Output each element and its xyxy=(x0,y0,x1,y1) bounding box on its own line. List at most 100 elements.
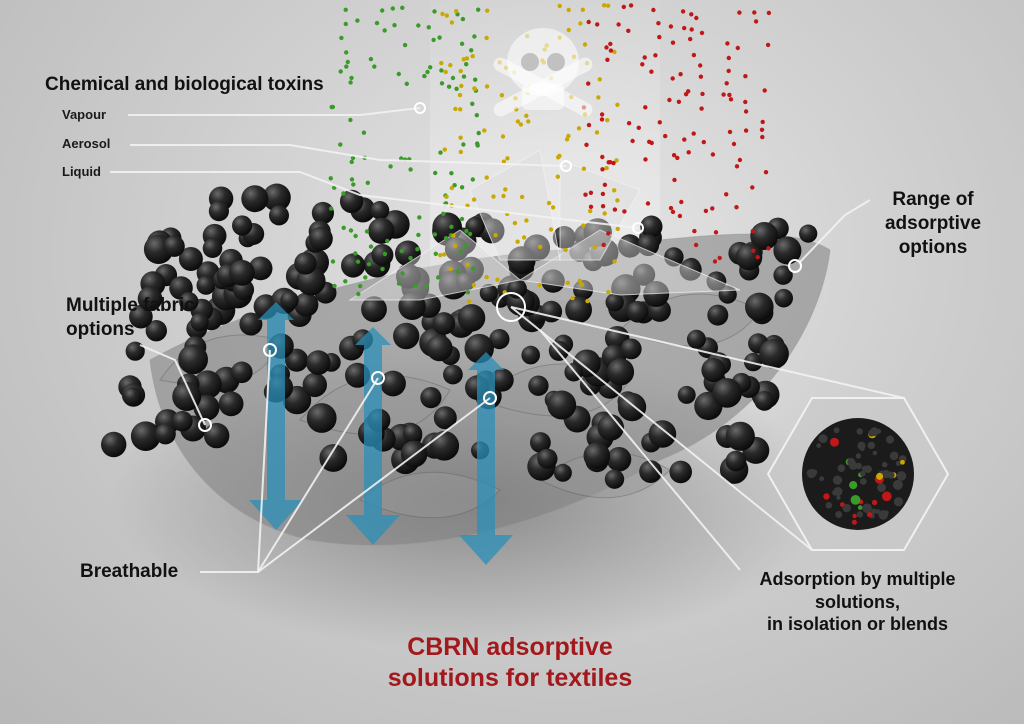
adsorbent-sphere xyxy=(754,391,775,411)
toxin-particle xyxy=(433,251,438,256)
pore xyxy=(900,459,905,465)
toxin-particle xyxy=(599,117,605,122)
vapour-label: Vapour xyxy=(62,107,107,122)
toxin-particle xyxy=(343,21,348,27)
main-title: CBRN adsorptive solutions for textiles xyxy=(320,632,700,693)
adsorbent-sphere xyxy=(443,364,463,385)
adsorbent-sphere xyxy=(547,390,577,420)
toxin-particle xyxy=(765,42,771,48)
toxin-particle xyxy=(344,64,349,69)
toxin-particle xyxy=(404,81,409,87)
toxin-particle xyxy=(670,40,676,45)
toxin-particle xyxy=(442,147,447,152)
adsorbent-sphere xyxy=(677,385,696,404)
pore xyxy=(862,503,872,513)
toxin-particle xyxy=(439,68,444,73)
adsorbent-sphere xyxy=(302,372,327,398)
toxin-particle xyxy=(726,68,731,74)
toxin-particle xyxy=(682,137,687,142)
toxin-particle xyxy=(566,133,571,139)
toxin-particle xyxy=(735,45,740,51)
pore xyxy=(837,464,846,473)
toxin-particle xyxy=(356,291,361,297)
toxin-particle xyxy=(493,233,498,238)
toxin-particle xyxy=(328,206,334,211)
adsorbent-sphere xyxy=(179,292,199,312)
toxin-particle xyxy=(759,127,765,132)
toxin-particle xyxy=(363,275,368,280)
toxin-particle xyxy=(348,117,353,123)
toxin-particle xyxy=(443,69,448,75)
adsorbent-sphere xyxy=(306,403,337,433)
leader-fabric xyxy=(139,344,206,426)
toxin-particle xyxy=(358,283,363,289)
toxin-particle xyxy=(734,164,740,169)
adsorbent-sphere xyxy=(130,421,161,452)
toxin-particle xyxy=(582,42,588,47)
adsorbent-sphere xyxy=(712,378,742,408)
pore xyxy=(884,510,889,515)
pore xyxy=(877,483,886,492)
pore xyxy=(851,519,857,525)
toxin-particle xyxy=(408,255,413,261)
toxin-particle xyxy=(555,174,560,179)
toxin-particle xyxy=(470,266,476,271)
toxin-particle xyxy=(400,5,405,10)
toxin-particle xyxy=(743,128,749,133)
toxin-particle xyxy=(694,15,699,21)
toxin-particle xyxy=(433,170,438,176)
adsorbent-sphere xyxy=(679,258,702,281)
toxin-particle xyxy=(626,28,631,33)
aerosol-label: Aerosol xyxy=(62,136,111,151)
adsorbent-sphere xyxy=(552,226,576,249)
adsorbent-sphere xyxy=(204,422,230,449)
toxin-particle xyxy=(592,244,597,250)
adsorbent-sphere xyxy=(583,218,612,247)
toxin-particle xyxy=(444,194,449,199)
toxin-particle xyxy=(548,227,554,232)
adsorbent-sphere xyxy=(640,215,663,238)
adsorbent-sphere xyxy=(420,387,442,409)
toxin-particle xyxy=(442,252,447,257)
toxin-particle xyxy=(476,7,481,12)
toxin-particle xyxy=(474,113,479,118)
toxin-particle xyxy=(615,102,620,108)
toxin-particle xyxy=(449,185,455,191)
toxin-particle xyxy=(679,199,684,205)
toxin-particle xyxy=(763,170,769,175)
toxin-particle xyxy=(608,160,613,165)
toxin-particle xyxy=(374,20,380,26)
adsorbent-sphere xyxy=(129,304,153,329)
toxin-particle xyxy=(753,19,759,24)
adsorbent-sphere xyxy=(345,362,370,388)
toxin-particle xyxy=(459,216,465,222)
toxin-particle xyxy=(524,113,529,119)
toxin-particle xyxy=(343,279,348,284)
toxin-particle xyxy=(463,243,469,248)
toxin-particle xyxy=(683,92,689,97)
toxin-particle xyxy=(596,95,601,100)
toxin-particle xyxy=(750,185,755,190)
toxin-particle xyxy=(608,48,614,53)
toxin-particle xyxy=(499,93,505,98)
toxin-particle xyxy=(341,225,346,230)
leader-rings xyxy=(198,102,802,432)
toxin-particle xyxy=(698,63,703,68)
leader-aerosol xyxy=(130,144,567,167)
toxin-particle xyxy=(727,129,733,135)
toxin-particle xyxy=(580,7,585,12)
toxin-particle xyxy=(670,209,676,215)
toxin-particle xyxy=(392,23,397,28)
toxin-particle xyxy=(388,164,393,169)
toxin-particle xyxy=(512,220,518,226)
toxin-particle xyxy=(636,125,641,130)
toxin-particle xyxy=(425,69,430,75)
adsorbent-sphere xyxy=(294,292,319,317)
adsorbent-sphere xyxy=(125,341,145,361)
toxin-particle xyxy=(459,41,465,46)
adsorbent-sphere xyxy=(606,358,635,386)
toxin-particle xyxy=(605,3,611,8)
toxin-particle xyxy=(438,150,443,155)
adsorbent-sphere xyxy=(706,271,727,292)
